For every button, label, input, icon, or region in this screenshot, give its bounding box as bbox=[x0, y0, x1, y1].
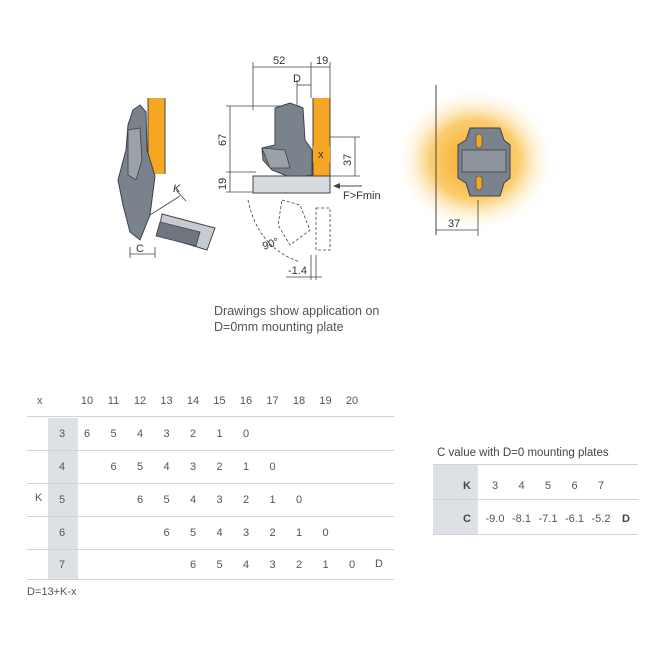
c-table-c-value: -7.1 bbox=[538, 513, 558, 525]
x-value-header: 19 bbox=[319, 395, 332, 407]
x-value-header: 16 bbox=[239, 395, 253, 407]
dim-c-label: C bbox=[136, 243, 144, 255]
d-value-cell: 1 bbox=[295, 527, 303, 539]
d-header: D bbox=[375, 558, 383, 570]
d-value-cell: 1 bbox=[242, 461, 250, 473]
x-value-header: 13 bbox=[160, 395, 173, 407]
d-value-cell: 6 bbox=[110, 461, 117, 473]
d-value-cell: 5 bbox=[216, 559, 223, 571]
force-label: F>Fmin bbox=[343, 190, 381, 202]
d-value-cell: 5 bbox=[136, 461, 144, 473]
dim-52-label: 52 bbox=[273, 55, 285, 67]
dim-67-label: 67 bbox=[217, 134, 229, 146]
caption-line-1: Drawings show application on bbox=[214, 304, 380, 318]
k-row-label: 4 bbox=[58, 461, 66, 473]
hinge-closed-view: 52 19 D 67 19 x 37 F>Fmin bbox=[217, 55, 381, 280]
door-swing-dashed bbox=[315, 207, 331, 251]
x-value-header: 18 bbox=[292, 395, 306, 407]
c-table-c-value: -9.0 bbox=[485, 513, 505, 525]
d-value-cell: 1 bbox=[269, 494, 276, 506]
c-table-k-value: 4 bbox=[518, 480, 525, 492]
x-value-header: 15 bbox=[213, 395, 226, 407]
d-value-cell: 3 bbox=[189, 461, 197, 473]
dim-19-top-label: 19 bbox=[316, 55, 328, 67]
dim-x-label: x bbox=[318, 149, 324, 161]
x-value-header: 10 bbox=[80, 395, 94, 407]
cabinet-side-panel bbox=[148, 98, 165, 174]
cabinet-side-closed bbox=[313, 98, 330, 176]
k-row-label: 3 bbox=[58, 428, 66, 440]
d-value-cell: 3 bbox=[163, 428, 170, 440]
d-value-cell: 0 bbox=[322, 527, 329, 539]
d-value-cell: 3 bbox=[216, 494, 223, 506]
hinge-open-view: K C bbox=[117, 98, 216, 258]
c-table-c-value: -5.2 bbox=[591, 513, 611, 525]
c-table-c-value: -8.1 bbox=[512, 513, 531, 525]
d-value-cell: 6 bbox=[83, 428, 91, 440]
d-value-cell: 6 bbox=[136, 494, 144, 506]
door-panel-closed bbox=[252, 175, 331, 194]
dim-19-left-label: 19 bbox=[217, 178, 229, 190]
hinge-technical-drawing: K C 52 19 D 67 19 x 37 bbox=[117, 55, 555, 280]
k-header: K bbox=[35, 492, 43, 504]
k-row-label: 5 bbox=[58, 494, 66, 506]
d-value-cell: 4 bbox=[136, 428, 144, 440]
d-value-cell: 0 bbox=[269, 461, 276, 473]
c-table-c-label: C bbox=[463, 513, 471, 525]
mounting-plate-view: 37 bbox=[395, 85, 555, 236]
k-column-background bbox=[48, 418, 78, 579]
c-table-k-value: 6 bbox=[571, 480, 578, 492]
plate-dim-37-label: 37 bbox=[448, 218, 460, 230]
d-value-cell: 6 bbox=[189, 559, 197, 571]
dim-k-label: K bbox=[173, 183, 181, 195]
d-value-cell: 2 bbox=[295, 559, 303, 571]
k-row-label: 6 bbox=[58, 527, 66, 539]
d-value-cell: 5 bbox=[189, 527, 197, 539]
d-value-cell: 4 bbox=[189, 494, 197, 506]
d-formula: D=13+K-x bbox=[27, 586, 77, 598]
dim-d-label: D bbox=[293, 73, 301, 85]
x-value-header: 17 bbox=[266, 395, 279, 407]
x-value-header: 14 bbox=[186, 395, 200, 407]
offset-label: -1.4 bbox=[288, 265, 307, 277]
dim-37-label: 37 bbox=[342, 154, 354, 166]
d-value-cell: 5 bbox=[110, 428, 117, 440]
d-value-cell: 0 bbox=[348, 559, 356, 571]
c-table-k-value: 5 bbox=[544, 480, 552, 492]
c-table-k-label: K bbox=[463, 480, 471, 492]
d-value-cell: 6 bbox=[163, 527, 170, 539]
c-table-title: C value with D=0 mounting plates bbox=[437, 447, 609, 459]
caption-line-2: D=0mm mounting plate bbox=[214, 320, 344, 334]
d-value-cell: 2 bbox=[216, 461, 223, 473]
x-value-header: 20 bbox=[345, 395, 359, 407]
c-table-c-value: -6.1 bbox=[565, 513, 584, 525]
d-value-cell: 4 bbox=[216, 527, 223, 539]
x-value-header: 11 bbox=[107, 395, 120, 407]
x-header: x bbox=[37, 395, 43, 407]
d-value-cell: 0 bbox=[295, 494, 303, 506]
c-table-k-value: 3 bbox=[491, 480, 499, 492]
d-value-cell: 1 bbox=[216, 428, 223, 440]
d-value-cell: 2 bbox=[269, 527, 276, 539]
k-row-label: 7 bbox=[58, 559, 66, 571]
d-value-cell: 3 bbox=[269, 559, 276, 571]
d-value-cell: 3 bbox=[242, 527, 250, 539]
angle-label: 90° bbox=[261, 236, 281, 253]
d-value-cell: 5 bbox=[163, 494, 170, 506]
c-table-d-label: D bbox=[622, 513, 630, 525]
d-value-cell: 2 bbox=[189, 428, 197, 440]
d-value-cell: 2 bbox=[242, 494, 250, 506]
d-value-cell: 4 bbox=[163, 461, 170, 473]
c-table-k-value: 7 bbox=[597, 480, 605, 492]
d-value-cell: 0 bbox=[242, 428, 250, 440]
x-value-header: 12 bbox=[133, 395, 147, 407]
d-value-cell: 4 bbox=[242, 559, 250, 571]
d-value-cell: 1 bbox=[322, 559, 329, 571]
